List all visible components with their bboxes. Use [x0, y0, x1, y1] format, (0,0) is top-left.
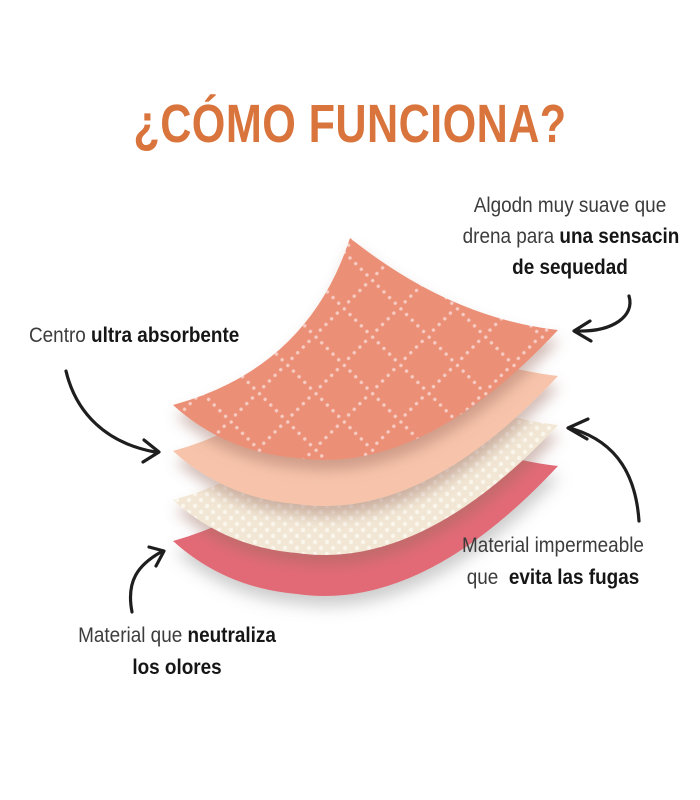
annotation-text: Material que: [78, 623, 188, 647]
annotation-text-bold: una sensacin: [559, 224, 680, 248]
annotation-text-bold: neutraliza: [187, 623, 276, 647]
annotation-top-sheet: Algodn muy suave que drena para una sens…: [462, 190, 680, 283]
curved-arrow-bottom-right-icon: [566, 417, 641, 523]
annotation-line: Algodn muy suave que: [463, 190, 678, 221]
annotation-text: Material impermeable: [462, 533, 644, 557]
annotation-line: Material impermeable: [447, 529, 658, 561]
annotation-waterproof-base: Material impermeable que evita las fugas: [447, 529, 658, 593]
annotation-text: drena para: [462, 224, 560, 248]
annotation-text-bold: los olores: [132, 655, 222, 679]
annotation-text: Centro: [29, 323, 92, 347]
annotation-odor-neutralizer: Material que neutraliza los olores: [71, 619, 282, 683]
annotation-text: que: [466, 565, 504, 589]
annotation-line: que evita las fugas: [447, 561, 658, 593]
annotation-text-bold: ultra absorbente: [91, 323, 240, 347]
annotation-line: Material que neutraliza: [71, 619, 282, 651]
page-title: ¿CÓMO FUNCIONA?: [133, 94, 567, 154]
annotation-line: drena para una sensacin: [462, 221, 680, 252]
annotation-line: los olores: [71, 651, 282, 683]
annotation-absorbent-core: Centro ultra absorbente: [29, 320, 239, 351]
annotation-line: de sequedad: [463, 252, 678, 283]
curved-arrow-bottom-left-icon: [128, 545, 166, 614]
curved-arrow-top-right-icon: [572, 294, 632, 343]
annotation-text: Algodn muy suave que: [473, 193, 667, 217]
annotation-text-bold: de sequedad: [512, 255, 628, 279]
curved-arrow-left-icon: [64, 369, 161, 464]
annotation-text-bold: evita las fugas: [508, 565, 640, 589]
